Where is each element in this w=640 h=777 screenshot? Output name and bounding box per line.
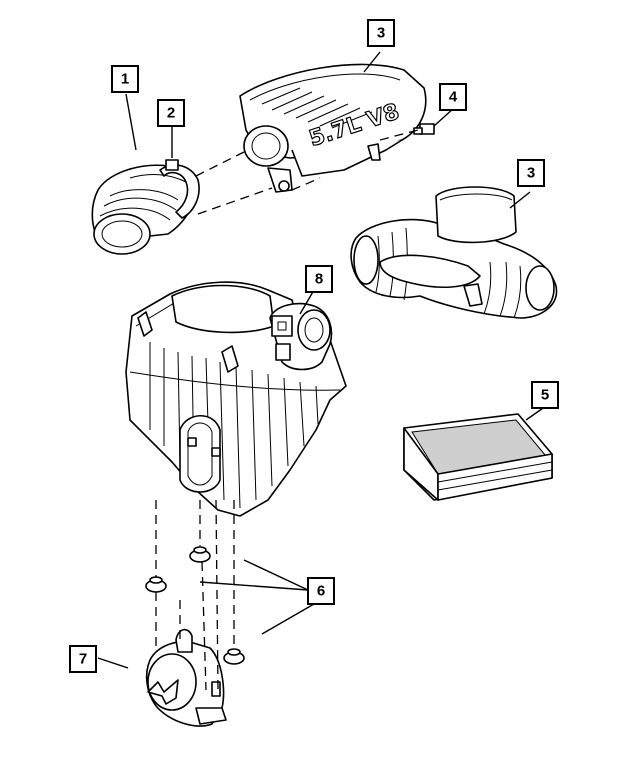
callout-1-label: 1 [121, 71, 129, 88]
callout-7: 7 [69, 645, 97, 673]
leader-lines [97, 51, 547, 669]
callout-2: 2 [157, 99, 185, 127]
callout-8: 8 [305, 265, 333, 293]
callout-6: 6 [307, 577, 335, 605]
callout-3-top: 3 [367, 19, 395, 47]
callout-5-label: 5 [541, 387, 549, 404]
callout-4-label: 4 [449, 89, 458, 106]
callout-8-label: 8 [315, 271, 323, 288]
callout-3-top-label: 3 [377, 25, 385, 42]
resonator-duct-part [350, 186, 558, 319]
air-cleaner-lid-part: 5.7L V8 [239, 63, 427, 193]
assembly-lines [155, 129, 419, 691]
inlet-duct-part [145, 628, 227, 727]
callout-4: 4 [439, 83, 467, 111]
callout-5: 5 [531, 381, 559, 409]
hose-clamp-part [159, 159, 200, 219]
air-cleaner-body-part [125, 281, 347, 517]
intake-hose-part [91, 164, 198, 255]
air-filter-part [403, 413, 553, 501]
callout-1: 1 [111, 65, 139, 93]
callout-3-right-label: 3 [527, 165, 535, 182]
callout-7-label: 7 [79, 651, 87, 668]
callout-6-label: 6 [317, 583, 325, 600]
callout-2-label: 2 [167, 105, 175, 122]
callout-3-right: 3 [517, 159, 545, 187]
